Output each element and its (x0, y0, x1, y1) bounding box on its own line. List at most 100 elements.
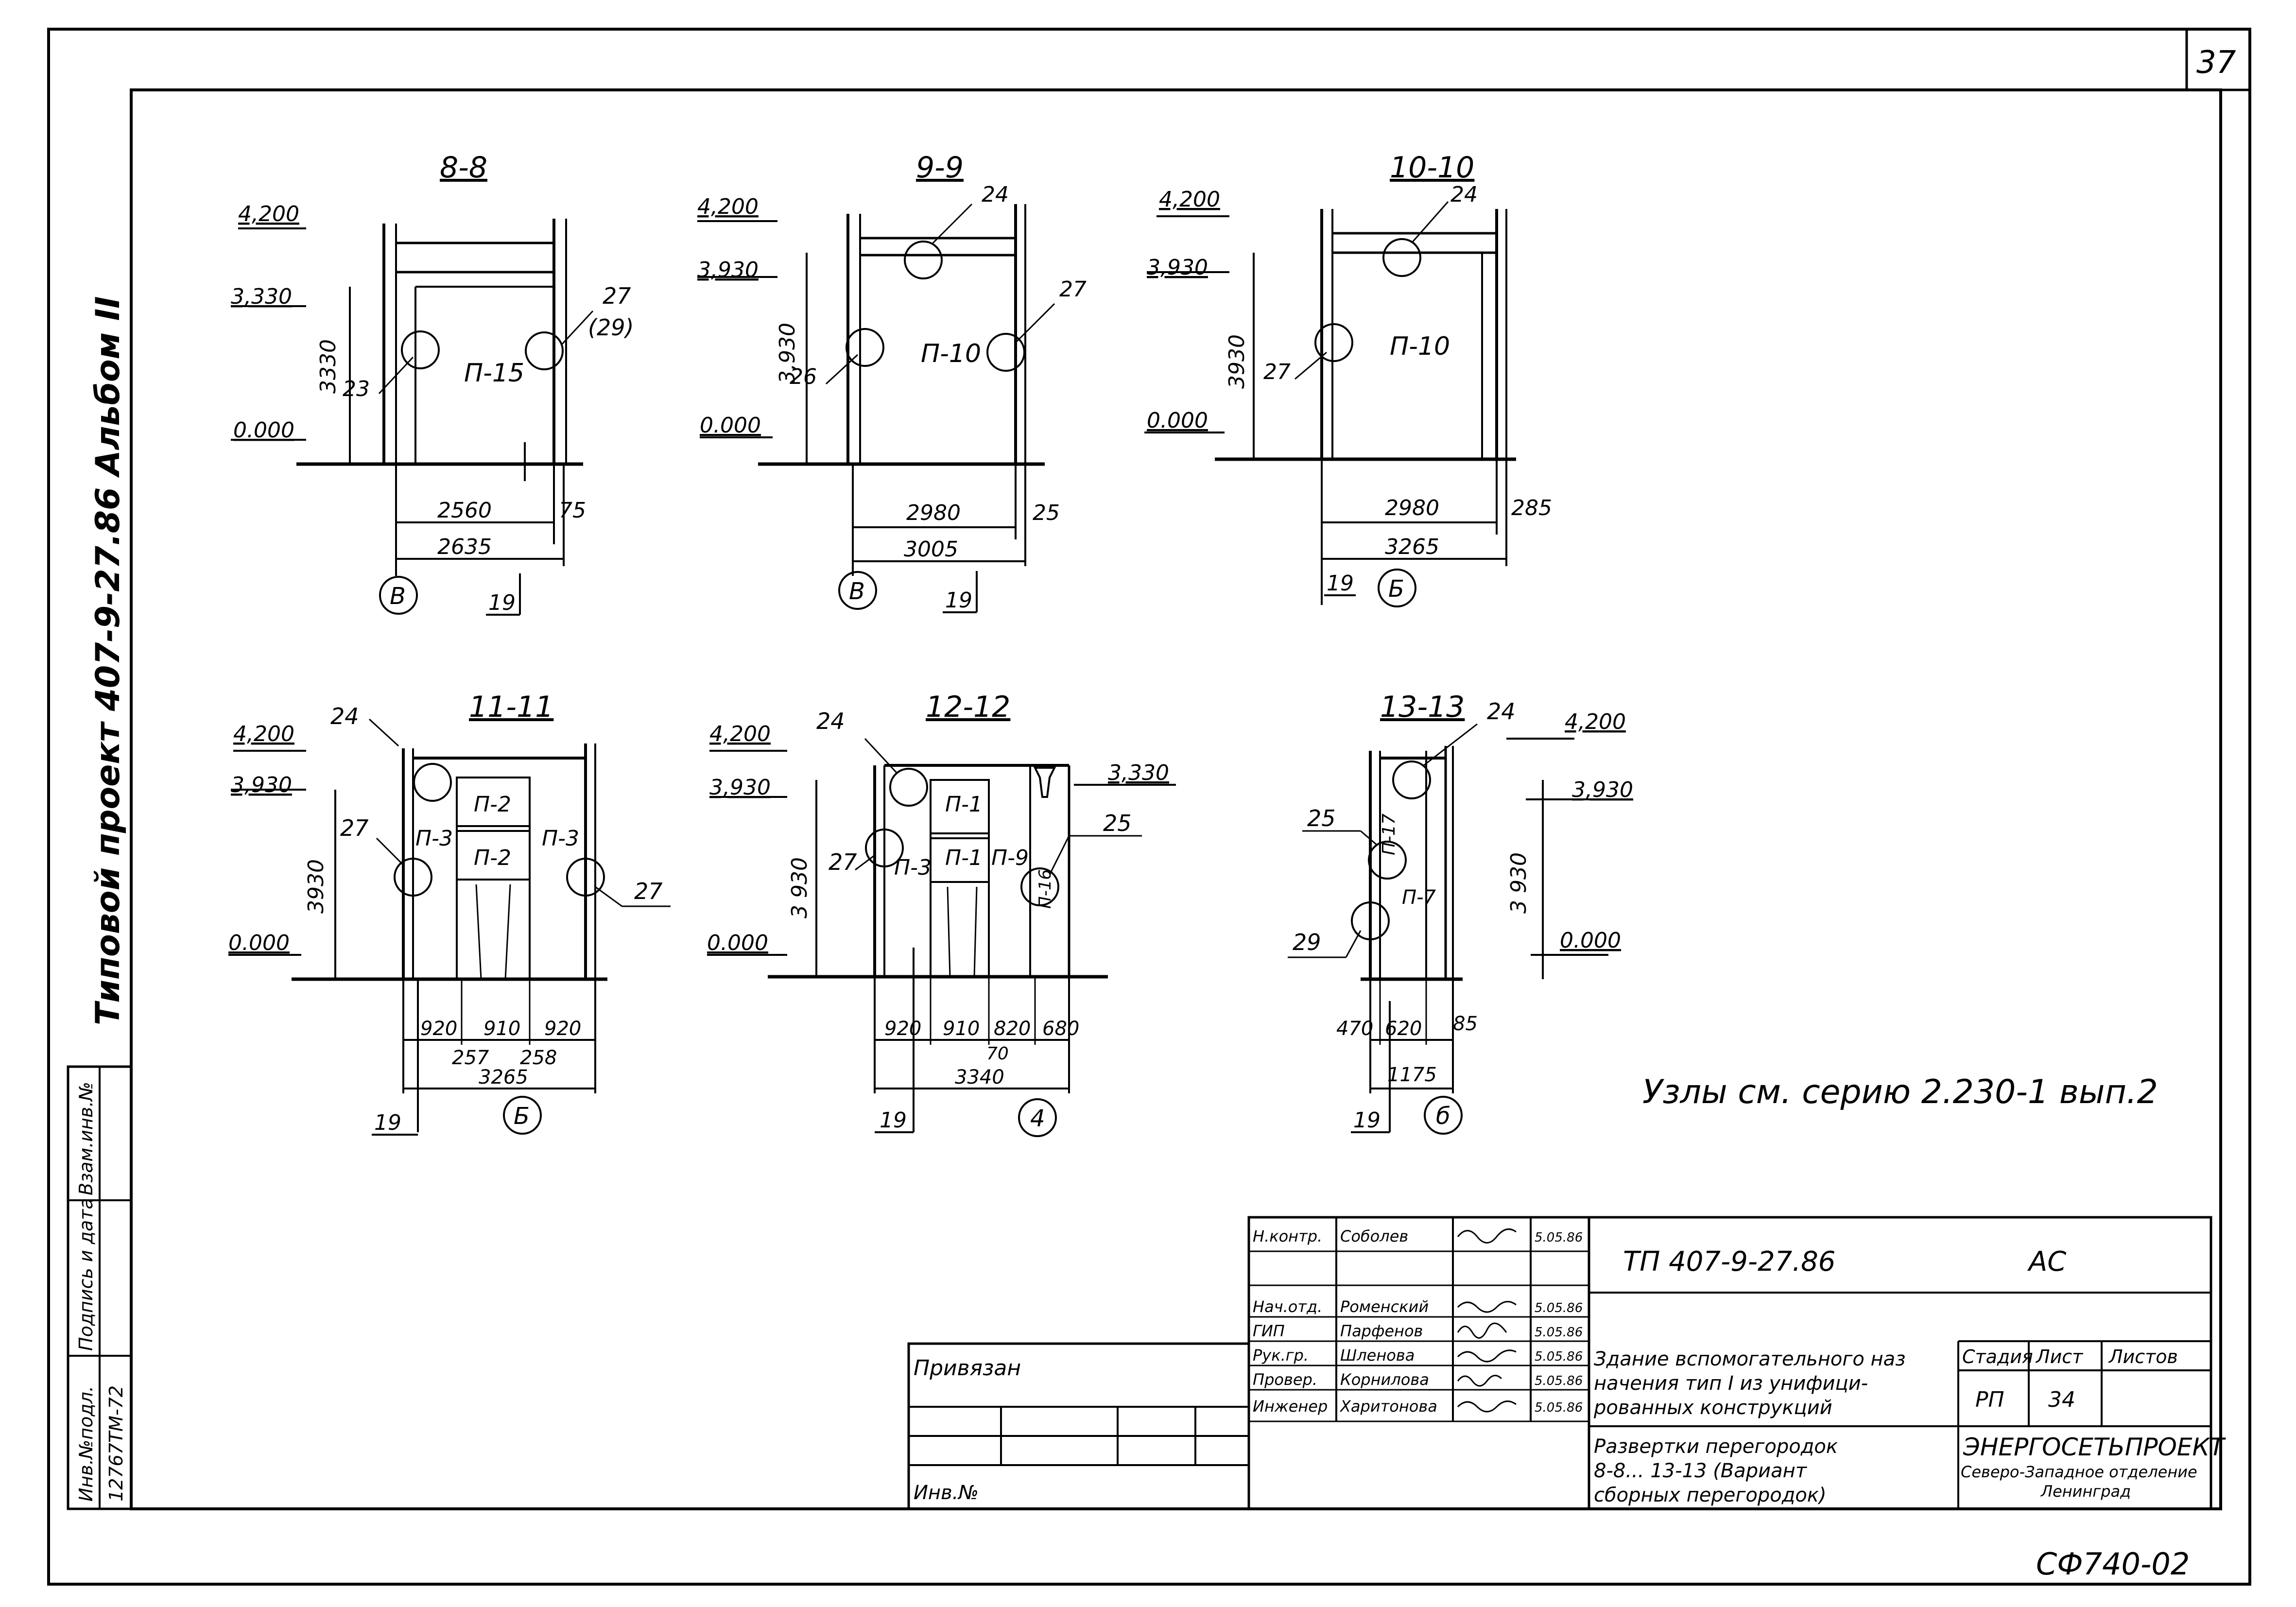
panel-p1-top: П-1 (945, 792, 983, 817)
level-top: 4,200 (1565, 709, 1626, 734)
stage-value: РП (1975, 1387, 2004, 1412)
signatures (1457, 1228, 1517, 1413)
stamp-sign-label: Подпись и дата (75, 1198, 97, 1351)
date-0: 5.05.86 (1535, 1230, 1583, 1245)
section-13-13: 13-13 П-17 П-7 4,200 3,930 0.000 3 930 4… (1288, 690, 1633, 1135)
sheet-label: Лист (2035, 1346, 2084, 1367)
privyazan-label: Привязан (914, 1356, 1021, 1381)
project-code: ТП 407-9-27.86 (1623, 1246, 1835, 1278)
callout-27-left: 27 (340, 815, 369, 841)
dim-b: 285 (1511, 496, 1552, 520)
axis-offset: 19 (1327, 571, 1354, 596)
stamp-replace-label: Взам.инв.№ (75, 1082, 97, 1195)
date-1: 5.05.86 (1535, 1301, 1583, 1315)
level-zero: 0.000 (233, 418, 294, 443)
dim-a: 2980 (1385, 496, 1439, 520)
callout-25: 25 (1307, 805, 1336, 831)
dim-d: 680 (1042, 1018, 1079, 1040)
section-title: 13-13 (1380, 690, 1465, 724)
level-mid: 3,930 (697, 258, 759, 282)
dim-c: 85 (1453, 1013, 1478, 1035)
height-dim: 3330 (316, 339, 341, 394)
panel-label: П-15 (464, 359, 524, 388)
level-zero: 0.000 (1560, 928, 1621, 953)
panel-label: П-10 (921, 339, 981, 368)
panel-p16: П-16 (1036, 869, 1055, 909)
height-dim: 3 930 (1506, 852, 1531, 914)
callout-27: 27 (829, 849, 857, 875)
level-top: 4,200 (709, 722, 771, 746)
outer-border (47, 28, 2251, 1586)
sheet-value: 34 (2048, 1387, 2075, 1412)
callout-29: (29) (588, 314, 634, 341)
callout-29: 29 (1293, 929, 1321, 955)
panel-p3-right: П-3 (542, 826, 579, 851)
panel-p3: П-3 (894, 855, 932, 880)
section-8-8: 8-8 П-15 4,200 3,330 0.000 3330 2560 75 … (231, 151, 634, 616)
dim-total: 3265 (1385, 535, 1439, 559)
axis-label: В (390, 583, 406, 610)
sheets-label: Листов (2108, 1346, 2178, 1367)
dim-total: 3265 (479, 1066, 528, 1089)
level-top: 4,200 (697, 194, 759, 219)
role-0: Н.контр. (1253, 1227, 1322, 1245)
date-2: 5.05.86 (1535, 1325, 1583, 1340)
callout-27-right: 27 (634, 878, 663, 904)
callout-24: 24 (330, 703, 359, 729)
dim-total: 3005 (904, 537, 958, 562)
section-title: 10-10 (1390, 151, 1474, 185)
section-title: 8-8 (440, 151, 487, 185)
page-number-box (2185, 28, 2251, 91)
dim-b: 910 (943, 1018, 980, 1040)
date-3: 5.05.86 (1535, 1349, 1583, 1364)
section-title: 11-11 (469, 690, 553, 724)
level-zero: 0.000 (1147, 408, 1208, 433)
dim-e: 70 (986, 1044, 1009, 1064)
axis-offset: 19 (880, 1108, 907, 1133)
section-9-9: 9-9 П-10 4,200 3,930 0.000 3,930 2980 25… (697, 151, 1087, 613)
axis-offset: 19 (488, 590, 516, 615)
org-branch: Северо-Западное отделение (1961, 1463, 2197, 1481)
level-3330: 3,330 (1108, 760, 1169, 785)
axis-label: б (1436, 1103, 1450, 1130)
dim-b: 620 (1385, 1018, 1422, 1040)
callout-27: 27 (1059, 277, 1087, 302)
section-title: 9-9 (916, 151, 964, 185)
role-1: Нач.отд. (1253, 1297, 1322, 1316)
height-dim: 3930 (1225, 334, 1249, 389)
building-line-2: начения тип I из унифици- (1594, 1372, 1868, 1395)
panel-label: П-10 (1390, 332, 1450, 361)
name-1: Роменский (1340, 1297, 1429, 1316)
role-3: Рук.гр. (1253, 1346, 1309, 1365)
callout-24: 24 (816, 708, 845, 734)
axis-label: В (849, 578, 865, 605)
level-zero: 0.000 (228, 931, 290, 955)
level-mid: 3,930 (1572, 778, 1633, 802)
dim-a: 920 (420, 1018, 457, 1040)
axis-offset: 19 (374, 1110, 401, 1135)
inv-label: Инв.№ (914, 1482, 979, 1504)
axis-label: Б (514, 1103, 530, 1130)
level-mid: 3,330 (231, 284, 292, 309)
dim-total: 3340 (955, 1066, 1004, 1089)
section-10-10: 10-10 П-10 4,200 3,930 0.000 3930 2980 2… (1144, 151, 1552, 607)
callout-24: 24 (982, 182, 1009, 207)
dim-a: 2980 (906, 501, 961, 525)
panel-p1-bottom: П-1 (945, 846, 983, 870)
level-top: 4,200 (1159, 187, 1220, 212)
building-line-3: рованных конструкций (1593, 1397, 1832, 1419)
name-0: Соболев (1340, 1227, 1408, 1245)
dim-b: 75 (559, 498, 586, 523)
height-dim: 3,930 (775, 323, 800, 384)
name-2: Парфенов (1340, 1322, 1423, 1340)
dim-total: 1175 (1387, 1064, 1437, 1086)
page-number: 37 (2196, 45, 2236, 81)
role-4: Провер. (1253, 1370, 1317, 1389)
dim-e: 258 (520, 1047, 557, 1069)
role-5: Инженер (1253, 1397, 1328, 1416)
side-stamp: Инв.№подл. 12767ТМ-72 Подпись и дата Вза… (67, 1065, 133, 1510)
panel-p3-left: П-3 (415, 826, 453, 851)
callout-24: 24 (1487, 698, 1516, 725)
section-11-11: 11-11 П-2 П-2 П-3 П-3 4,200 3,930 0.000 … (228, 690, 671, 1136)
axis-label: Б (1388, 575, 1404, 603)
